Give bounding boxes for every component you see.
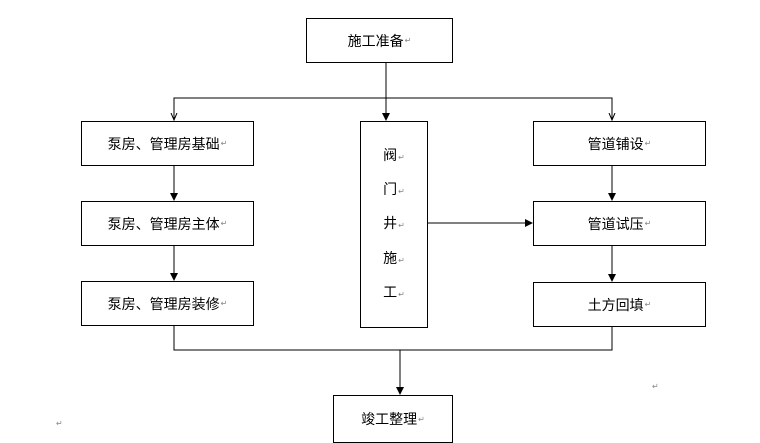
node-left-foundation: 泵房、管理房基础↵	[81, 121, 254, 166]
valve-well-char: 井↵	[383, 216, 405, 233]
paragraph-mark-icon: ↵	[644, 300, 652, 309]
paragraph-mark-icon: ↵	[220, 299, 228, 308]
node-left-foundation-label: 泵房、管理房基础	[107, 136, 220, 153]
paragraph-mark-icon: ↵	[418, 414, 425, 424]
node-prep-label: 施工准备	[347, 33, 404, 50]
valve-well-char: 施↵	[383, 250, 405, 267]
node-prep: 施工准备↵	[306, 18, 453, 63]
valve-well-char: 工↵	[383, 284, 405, 301]
paragraph-mark-icon: ↵	[220, 139, 228, 148]
node-pipe-test-label: 管道试压	[587, 216, 644, 233]
paragraph-mark-icon: ↵	[404, 36, 412, 45]
node-pipe-laying: 管道铺设↵	[533, 121, 706, 166]
paragraph-mark-icon: ↵	[56, 419, 63, 428]
paragraph-mark-icon: ↵	[220, 219, 228, 228]
node-pipe-laying-label: 管道铺设	[587, 136, 644, 153]
valve-well-char: 阀↵	[383, 148, 405, 165]
top-branch-line	[173, 97, 613, 120]
node-backfill: 土方回填↵	[533, 282, 706, 327]
node-completion-label: 竣工整理	[361, 412, 418, 428]
node-left-structure-label: 泵房、管理房主体	[107, 216, 220, 233]
node-left-decoration: 泵房、管理房装修↵	[81, 281, 254, 326]
node-valve-well: 阀↵ 门↵ 井↵ 施↵ 工↵	[360, 121, 428, 328]
node-backfill-label: 土方回填	[587, 297, 644, 314]
node-left-decoration-label: 泵房、管理房装修	[107, 296, 220, 313]
valve-well-char: 门↵	[383, 182, 405, 199]
node-completion: 竣工整理↵	[333, 395, 453, 443]
paragraph-mark-icon: ↵	[652, 382, 659, 391]
paragraph-mark-icon: ↵	[644, 219, 652, 228]
bottom-merge-line	[173, 326, 613, 351]
paragraph-mark-icon: ↵	[644, 139, 652, 148]
node-left-structure: 泵房、管理房主体↵	[81, 201, 254, 246]
node-pipe-test: 管道试压↵	[533, 201, 706, 246]
